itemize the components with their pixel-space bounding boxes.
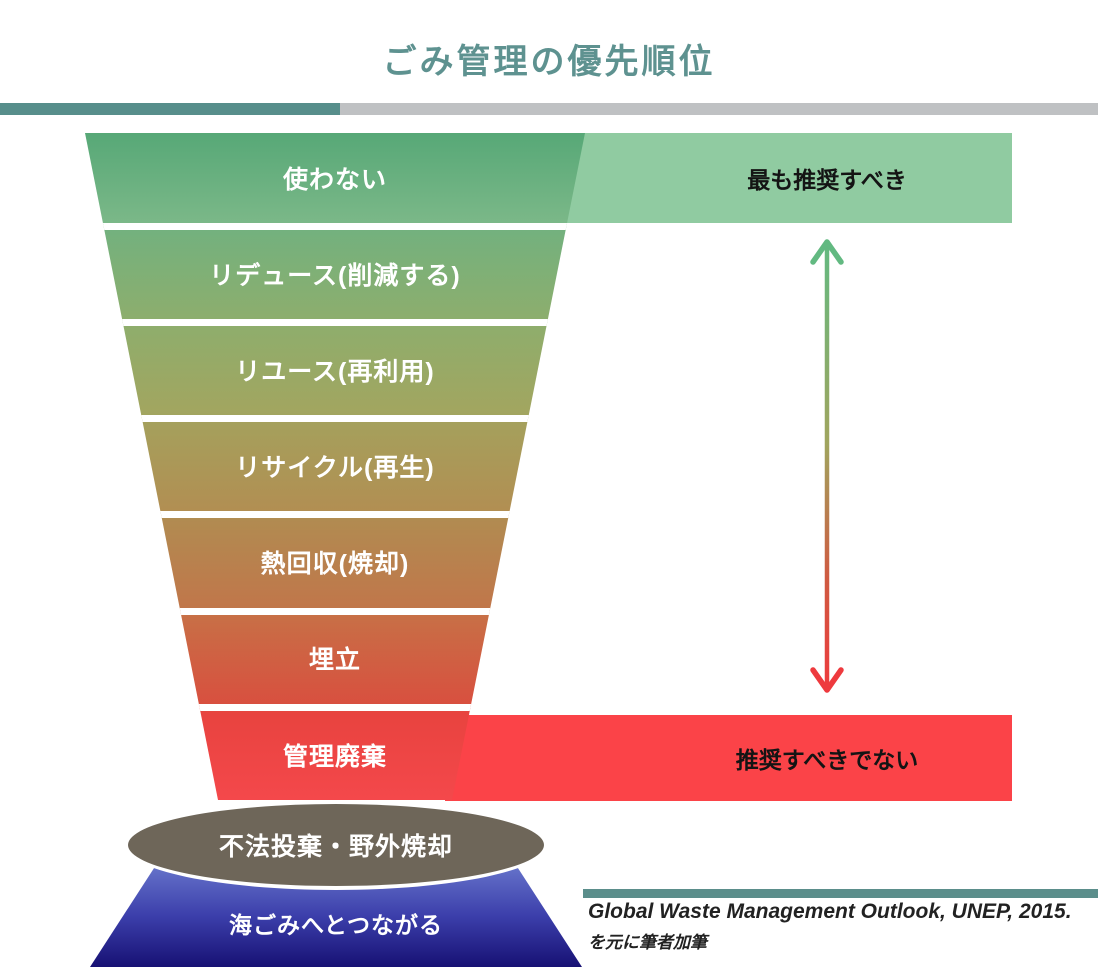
source-citation-note: を元に筆者加筆: [588, 933, 707, 952]
waste-hierarchy-funnel: 使わない リデュース(削減する) リユース(再利用) リサイクル(再生) 熱回収…: [85, 133, 585, 800]
funnel-divider: [85, 608, 585, 615]
not-recommended-band: 推奨すべきでない: [445, 715, 1012, 801]
source-accent-bar: [583, 889, 1098, 898]
funnel-level-recycle: リサイクル(再生): [235, 454, 435, 482]
title-rule-teal-segment: [0, 103, 340, 115]
title-rule-gray-segment: [340, 103, 1098, 115]
funnel-divider: [85, 511, 585, 518]
most-recommended-band: 最も推奨すべき: [566, 133, 1012, 223]
source-citation: Global Waste Management Outlook, UNEP, 2…: [588, 900, 1072, 923]
page-title: ごみ管理の優先順位: [382, 43, 716, 81]
ocean-trash-label: 海ごみへとつながる: [229, 912, 443, 938]
funnel-divider: [85, 223, 585, 230]
illegal-dumping-label: 不法投棄・野外焼却: [218, 833, 453, 861]
funnel-level-landfill: 埋立: [308, 646, 361, 674]
funnel-level-reuse: リユース(再利用): [235, 358, 435, 386]
funnel-level-avoid: 使わない: [282, 166, 387, 194]
funnel-level-energy-recovery: 熱回収(焼却): [260, 550, 410, 578]
most-recommended-label: 最も推奨すべき: [747, 167, 907, 193]
funnel-level-reduce: リデュース(削減する): [209, 262, 461, 290]
illegal-dumping-ellipse: 不法投棄・野外焼却: [124, 800, 548, 890]
funnel-divider: [85, 704, 585, 711]
funnel-level-controlled-disposal: 管理廃棄: [282, 743, 387, 771]
funnel-divider: [85, 319, 585, 326]
priority-gradient-arrow-icon: [797, 233, 857, 701]
not-recommended-label: 推奨すべきでない: [735, 747, 919, 773]
funnel-divider: [85, 415, 585, 422]
